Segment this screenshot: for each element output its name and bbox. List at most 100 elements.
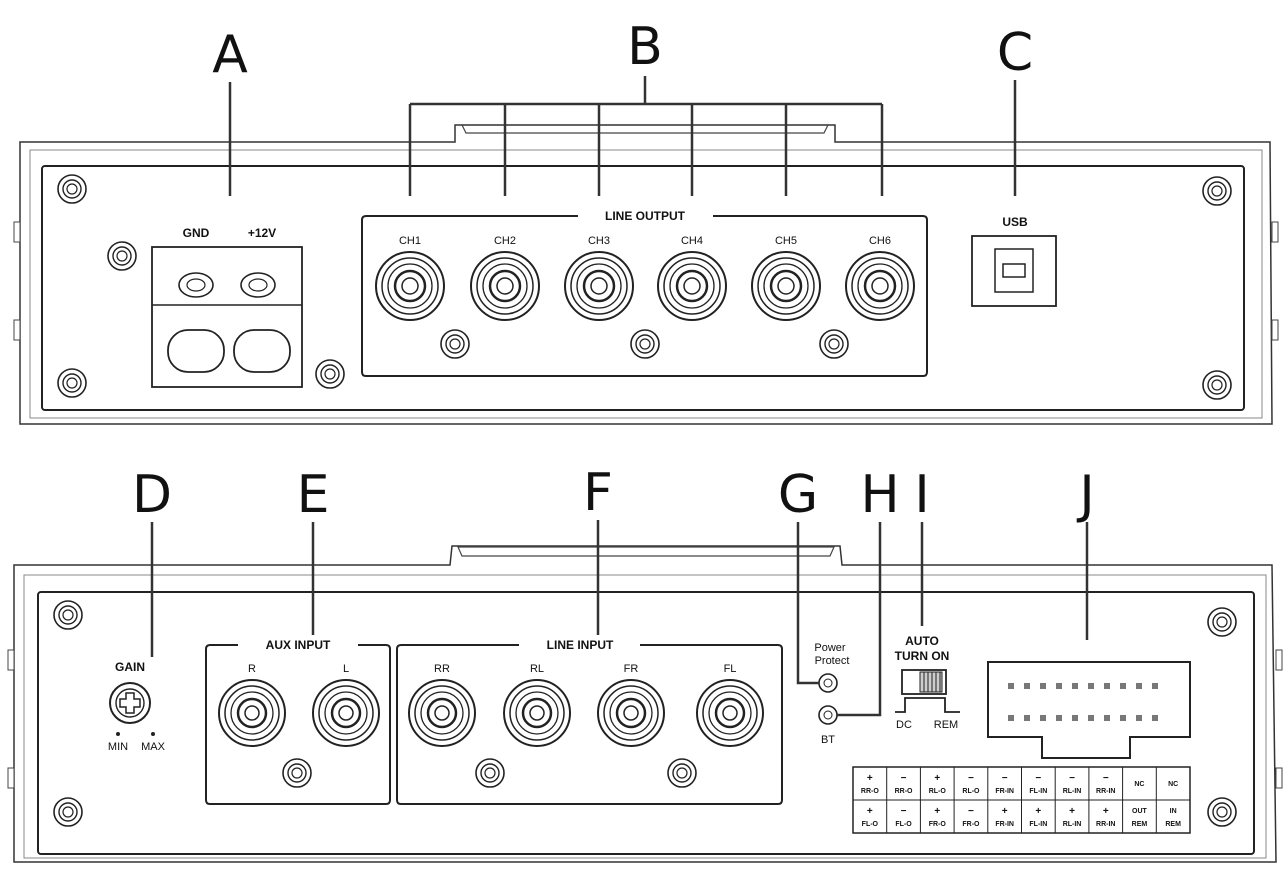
callout-b: B [627, 17, 663, 77]
pin-sign: − [1069, 773, 1075, 784]
pin-sign: − [901, 773, 907, 784]
pin-label: RL-IN [1063, 821, 1082, 828]
screw-icon [667, 758, 697, 788]
rem-label: REM [934, 719, 958, 731]
line-output-ch1: CH1 [374, 235, 446, 322]
connector-pin [1040, 683, 1046, 689]
connector-pin [1056, 715, 1062, 721]
screw-icon [440, 329, 470, 359]
aux-input-label: AUX INPUT [266, 638, 331, 652]
screw-icon [475, 758, 505, 788]
connector-pin [1152, 715, 1158, 721]
screw-icon [57, 174, 87, 204]
channel-label: CH3 [588, 235, 610, 247]
channel-label: FL [724, 663, 737, 675]
connector-pin [1024, 683, 1030, 689]
pin-label: FR-IN [995, 821, 1014, 828]
pin-sign: + [934, 806, 940, 817]
rca-jack-icon [217, 678, 287, 748]
line-input-rr: RR [407, 663, 477, 748]
harness-connector-icon [987, 661, 1191, 759]
bottom-panel: GAIN MIN MAX AUX INPUT R L LINE INPUT RR [7, 545, 1283, 863]
pin-label: REM [1132, 821, 1148, 828]
connector-pin [1120, 715, 1126, 721]
screw-icon [57, 368, 87, 398]
callout-j: J [1076, 465, 1094, 525]
channel-label: R [248, 663, 256, 675]
channel-label: RR [434, 663, 450, 675]
screw-icon [107, 241, 137, 271]
pin-sign: + [934, 773, 940, 784]
line-input-rl: RL [502, 663, 572, 748]
dc-label: DC [896, 719, 912, 731]
screw-icon [630, 329, 660, 359]
line-input-fl: FL [695, 663, 765, 748]
turn-on-label: TURN ON [895, 649, 950, 663]
pin-label: RL-IN [1063, 788, 1082, 795]
line-output-ch2: CH2 [469, 235, 541, 322]
connector-pin [1008, 715, 1014, 721]
connector-pin [1088, 715, 1094, 721]
rca-jack-icon [596, 678, 666, 748]
rca-jack-icon [311, 678, 381, 748]
connector-pin [1088, 683, 1094, 689]
pin-label: RL-O [929, 788, 947, 795]
pin-label: NC [1134, 781, 1144, 788]
top-callouts: A B C [212, 17, 1033, 196]
channel-label: CH6 [869, 235, 891, 247]
pin-sign: + [1103, 806, 1109, 817]
screw-icon [53, 600, 83, 630]
auto-label: AUTO [905, 634, 939, 648]
pin-label: FL-IN [1029, 788, 1047, 795]
screw-icon [282, 758, 312, 788]
line-output-label: LINE OUTPUT [605, 209, 686, 223]
pin-sign: + [867, 773, 873, 784]
pin-sign: − [1002, 773, 1008, 784]
pin-sign: − [968, 773, 974, 784]
channel-label: RL [530, 663, 544, 675]
rca-jack-icon [695, 678, 765, 748]
connector-pin [1136, 715, 1142, 721]
channel-label: L [343, 663, 349, 675]
pin-label: FR-O [962, 821, 980, 828]
screw-icon [1202, 370, 1232, 400]
channel-label: CH4 [681, 235, 703, 247]
line-output-ch5: CH5 [750, 235, 822, 322]
callout-i: I [914, 465, 929, 525]
channel-label: CH5 [775, 235, 797, 247]
pin-label: FR-O [929, 821, 947, 828]
callout-c: C [997, 23, 1033, 83]
pin-table: +RR-O−RR-O+RL-O−RL-O−FR-IN−FL-IN−RL-IN−R… [852, 766, 1191, 834]
channel-label: CH2 [494, 235, 516, 247]
top-panel: GND +12V LINE OUTPUT CH1 CH2 CH3 CH4 CH5… [13, 124, 1279, 425]
connector-pin [1008, 683, 1014, 689]
line-output-ch4: CH4 [656, 235, 728, 322]
rca-jack-icon [563, 250, 635, 322]
pin-label: FR-IN [995, 788, 1014, 795]
pin-label: FL-O [895, 821, 912, 828]
rca-jack-icon [374, 250, 446, 322]
pin-sign: IN [1170, 808, 1177, 815]
connector-pin [1136, 683, 1142, 689]
pin-label: NC [1168, 781, 1178, 788]
pin-label: RR-O [861, 788, 879, 795]
aux-input-r: R [217, 663, 287, 748]
protect-label: Protect [815, 655, 850, 667]
pin-sign: OUT [1132, 808, 1148, 815]
callout-e: E [297, 465, 330, 525]
pin-label: RR-O [895, 788, 913, 795]
screw-icon [53, 797, 83, 827]
pin-sign: + [1035, 806, 1041, 817]
bt-label: BT [821, 734, 835, 746]
connector-pin [1152, 683, 1158, 689]
bt-led-icon [818, 705, 838, 725]
connector-pin [1120, 683, 1126, 689]
pin-sign: + [867, 806, 873, 817]
pin-sign: + [1002, 806, 1008, 817]
screw-icon [1207, 607, 1237, 637]
pin-sign: − [1035, 773, 1041, 784]
rca-jack-icon [656, 250, 728, 322]
power-terminal [151, 246, 303, 388]
pin-label: RL-O [962, 788, 980, 795]
connector-pin [1072, 683, 1078, 689]
